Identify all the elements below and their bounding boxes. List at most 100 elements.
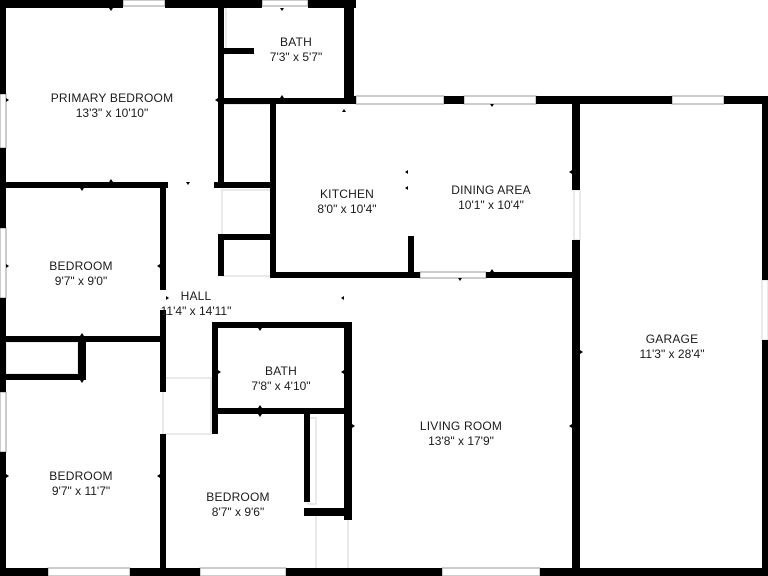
wall: [270, 272, 420, 278]
room-dimensions: 7'3" x 5'7": [269, 50, 323, 64]
wall: [224, 48, 254, 54]
wall: [0, 0, 123, 8]
tick: [186, 182, 190, 185]
window: [463, 95, 537, 105]
wall: [212, 408, 350, 414]
tick: [218, 370, 221, 374]
wall: [218, 234, 274, 240]
tick: [280, 95, 284, 98]
wall: [762, 340, 768, 576]
tick: [109, 179, 113, 182]
room-bedroom-1: BEDROOM 9'7" x 9'0": [49, 259, 112, 289]
room-hall: HALL 11'4" x 14'11": [161, 289, 232, 319]
room-dimensions: 10'1" x 10'4": [458, 198, 524, 212]
room-dimensions: 8'7" x 9'6": [211, 505, 265, 519]
wall: [304, 410, 310, 502]
room-name: DINING AREA: [451, 183, 531, 197]
room-name: LIVING ROOM: [419, 419, 503, 433]
room-dining-area: DINING AREA 10'1" x 10'4": [451, 183, 531, 213]
room-garage: GARAGE 11'3" x 28'4": [640, 332, 705, 362]
tick: [341, 296, 344, 300]
window: [47, 567, 131, 576]
tick: [490, 104, 494, 107]
garage-end-opening: [761, 279, 768, 341]
room-name: PRIMARY BEDROOM: [50, 91, 174, 105]
room-dimensions: 8'0" x 10'4": [317, 202, 377, 216]
wall: [0, 298, 6, 392]
room-name: KITCHEN: [319, 187, 375, 201]
tick: [157, 474, 160, 478]
room-kitchen: KITCHEN 8'0" x 10'4": [317, 187, 376, 217]
tick: [80, 333, 84, 336]
tick: [352, 424, 355, 428]
wall: [304, 508, 350, 516]
tick: [569, 170, 572, 174]
wall: [218, 98, 354, 104]
window: [355, 95, 445, 105]
tick: [80, 380, 84, 383]
wall: [0, 374, 86, 380]
tick: [258, 405, 262, 408]
window: [0, 391, 7, 453]
wall: [160, 434, 166, 576]
window: [0, 227, 7, 299]
wall: [286, 568, 442, 576]
wall: [214, 182, 274, 188]
wall: [344, 322, 352, 520]
room-living-room: LIVING ROOM 13'8" x 17'9": [420, 419, 502, 449]
window: [671, 95, 725, 105]
tick: [258, 414, 262, 417]
tick: [580, 350, 583, 354]
tick: [6, 474, 9, 478]
wall: [308, 0, 356, 8]
tick: [341, 370, 344, 374]
tick: [569, 424, 572, 428]
window: [0, 93, 7, 149]
tick: [405, 186, 408, 190]
room-name: BATH: [265, 364, 297, 378]
tick: [405, 170, 408, 174]
wall: [408, 236, 414, 274]
room-name: BEDROOM: [49, 469, 113, 483]
room-dimensions: 13'3" x 10'10": [75, 106, 149, 120]
wall: [212, 322, 218, 434]
wall: [0, 182, 168, 188]
wall: [270, 104, 276, 278]
room-bath-mid: BATH 7'8" x 4'10": [251, 364, 310, 394]
window: [199, 567, 287, 576]
tick: [458, 278, 462, 281]
window: [122, 0, 166, 7]
garage-side-opening: [573, 189, 581, 241]
tick-marks: [6, 8, 583, 478]
hall-upper-opening: [221, 103, 273, 185]
tick: [157, 264, 160, 268]
tick: [215, 98, 218, 102]
tick: [166, 296, 169, 300]
wall: [160, 370, 166, 392]
wall: [486, 272, 578, 278]
window: [441, 567, 541, 576]
room-name: GARAGE: [645, 332, 699, 346]
tick: [280, 8, 284, 11]
room-bedroom-3: BEDROOM 8'7" x 9'6": [206, 490, 269, 520]
tick: [109, 8, 113, 11]
tick: [490, 269, 494, 272]
tick: [80, 188, 84, 191]
wall: [218, 8, 224, 186]
room-name: BEDROOM: [49, 259, 113, 273]
closet-opening: [221, 189, 273, 237]
wall: [214, 322, 350, 328]
window: [261, 0, 309, 7]
wall: [218, 234, 224, 276]
window: [419, 271, 487, 279]
wall: [540, 568, 768, 576]
tick: [258, 328, 262, 331]
wall: [762, 96, 768, 280]
room-dimensions: 11'3" x 28'4": [639, 347, 705, 361]
tick: [6, 98, 9, 102]
room-dimensions: 7'8" x 4'10": [251, 379, 311, 393]
room-name: BATH: [280, 35, 312, 49]
tick: [342, 109, 346, 112]
wall: [78, 336, 86, 380]
